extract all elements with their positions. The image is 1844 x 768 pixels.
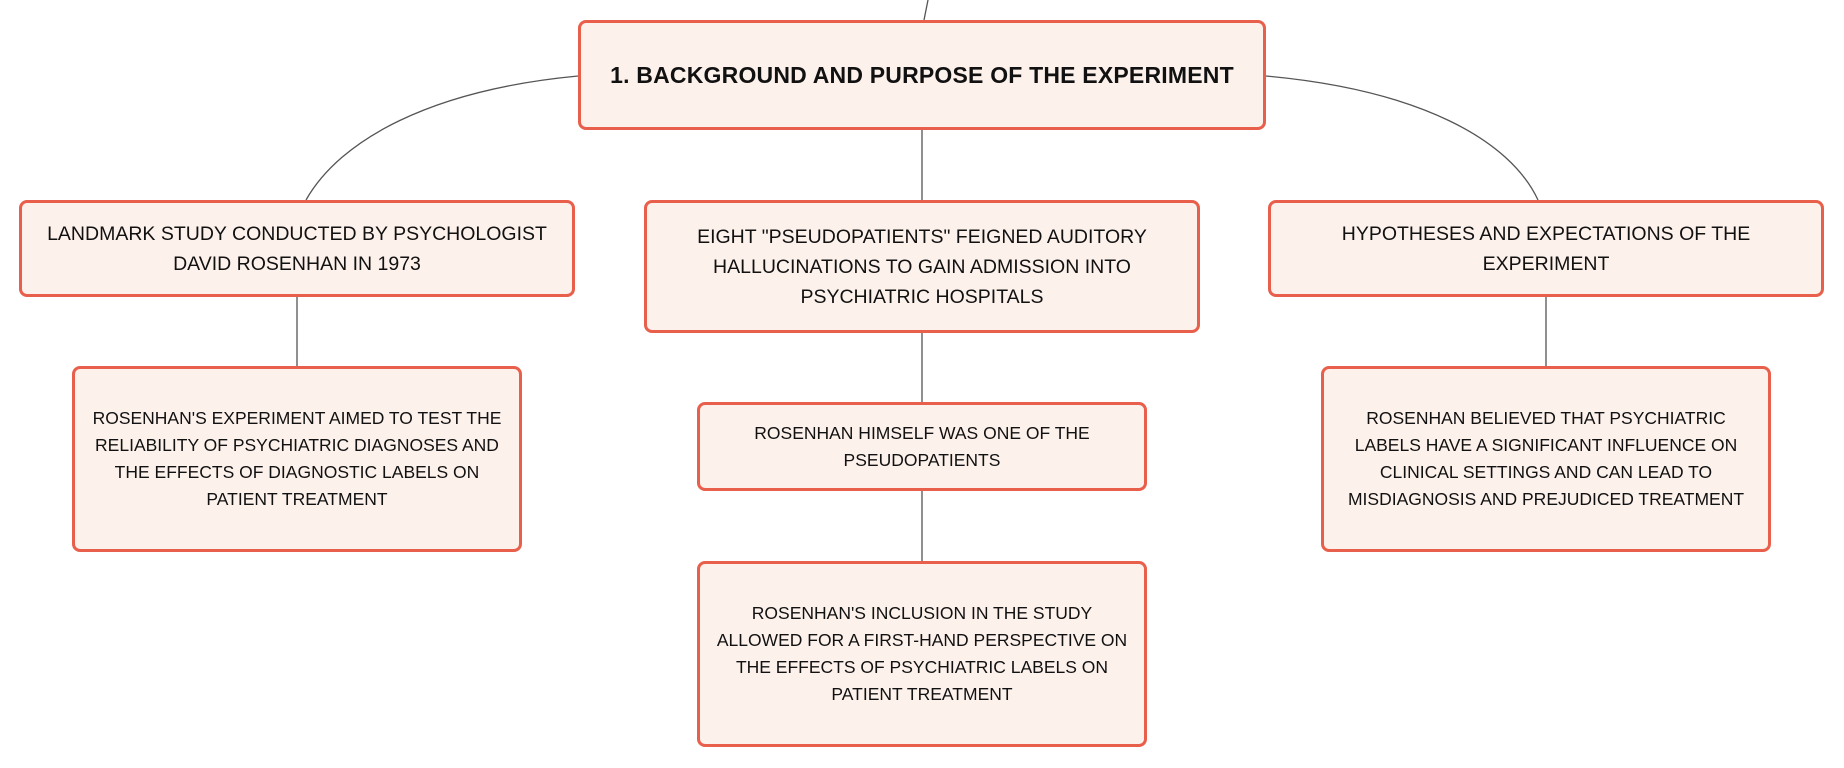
- root-topic[interactable]: 1. BACKGROUND AND PURPOSE OF THE EXPERIM…: [578, 20, 1266, 130]
- topic-landmark-study[interactable]: LANDMARK STUDY CONDUCTED BY PSYCHOLOGIST…: [19, 200, 575, 297]
- connector-root-to-left: [305, 75, 579, 201]
- subtopic-labels-influence-label: ROSENHAN BELIEVED THAT PSYCHIATRIC LABEL…: [1347, 408, 1745, 509]
- topic-pseudopatients[interactable]: EIGHT "PSEUDOPATIENTS" FEIGNED AUDITORY …: [644, 200, 1200, 333]
- subtopic-rosenhan-pseudopatient-label: ROSENHAN HIMSELF WAS ONE OF THE PSEUDOPA…: [754, 422, 1090, 470]
- topic-hypotheses[interactable]: HYPOTHESES AND EXPECTATIONS OF THE EXPER…: [1268, 200, 1824, 297]
- topic-hypotheses-label: HYPOTHESES AND EXPECTATIONS OF THE EXPER…: [1341, 222, 1751, 275]
- subtopic-rosenhan-pseudopatient[interactable]: ROSENHAN HIMSELF WAS ONE OF THE PSEUDOPA…: [697, 402, 1147, 491]
- subtopic-aim-of-experiment-label: ROSENHAN'S EXPERIMENT AIMED TO TEST THE …: [92, 408, 502, 509]
- topic-pseudopatients-label: EIGHT "PSEUDOPATIENTS" FEIGNED AUDITORY …: [697, 225, 1147, 308]
- subtopic-labels-influence[interactable]: ROSENHAN BELIEVED THAT PSYCHIATRIC LABEL…: [1321, 366, 1771, 552]
- subtopic-aim-of-experiment[interactable]: ROSENHAN'S EXPERIMENT AIMED TO TEST THE …: [72, 366, 522, 552]
- connector-parent-top: [923, 0, 929, 21]
- connector-root-to-right: [1265, 75, 1539, 201]
- topic-landmark-study-label: LANDMARK STUDY CONDUCTED BY PSYCHOLOGIST…: [47, 222, 547, 275]
- subtopic-first-hand-perspective-label: ROSENHAN'S INCLUSION IN THE STUDY ALLOWE…: [716, 603, 1128, 704]
- root-topic-label: 1. BACKGROUND AND PURPOSE OF THE EXPERIM…: [610, 61, 1234, 88]
- subtopic-first-hand-perspective[interactable]: ROSENHAN'S INCLUSION IN THE STUDY ALLOWE…: [697, 561, 1147, 747]
